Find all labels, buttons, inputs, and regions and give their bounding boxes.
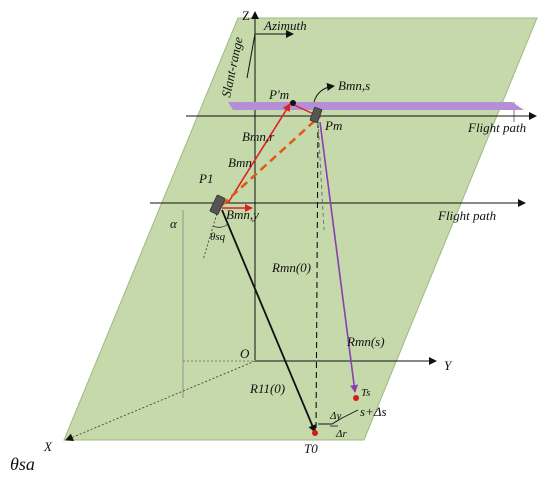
t-s-label: Ts	[361, 387, 370, 399]
t0-point	[312, 430, 318, 436]
b-mn-s-label: Bmn,s	[338, 78, 370, 93]
x-axis-label: X	[43, 439, 53, 454]
r-mn-0-label: Rmn(0)	[271, 260, 311, 275]
theta-sq-label: θsq	[210, 231, 226, 243]
slant-range-arrow	[246, 33, 256, 79]
ray-rmn-s	[319, 121, 359, 393]
b-mn-r-label: Bmn,r	[242, 129, 275, 144]
y-axis-label: Y	[444, 358, 453, 373]
baseline-b-mn-r	[227, 103, 291, 204]
theta-sa-label: θsa	[10, 454, 35, 474]
r-mn-s-label: Rmn(s)	[346, 334, 385, 349]
pm-vertical-dashed	[315, 121, 319, 433]
azimuth-label: Azimuth	[263, 18, 307, 33]
z-axis-label: Z	[242, 8, 250, 23]
p-m-prime-label: P′m	[268, 87, 289, 102]
pm-prime-point	[290, 100, 296, 106]
b-mn-y-label: Bmn,y	[226, 207, 259, 222]
origin-label: O	[240, 346, 250, 361]
satellite-pm-icon	[309, 107, 323, 123]
delta-y-label: Δy	[329, 410, 341, 422]
s-plus-delta-s-label: s+Δs	[360, 404, 387, 419]
flight-path-top-label: Flight path	[467, 120, 526, 135]
ts-point	[353, 395, 359, 401]
theta-sq-reference	[202, 209, 219, 261]
delta-marks	[318, 409, 359, 425]
satellite-p1-icon	[209, 194, 226, 215]
slant-range-plane	[63, 17, 538, 441]
platform-track-strip	[228, 102, 524, 110]
delta-r-label: Δr	[335, 428, 347, 440]
alpha-label: α	[170, 216, 178, 231]
ray-r11-0	[221, 209, 316, 433]
r-11-0-label: R11(0)	[249, 381, 285, 396]
p-m-label: Pm	[324, 118, 342, 133]
b-mn-label: Bmn	[228, 155, 252, 170]
t-0-label: T0	[304, 441, 318, 456]
flight-path-mid-label: Flight path	[437, 208, 496, 223]
p1-label: P1	[198, 171, 213, 186]
b-mn-s-pointer	[313, 82, 335, 103]
baseline-b-mn	[221, 115, 321, 206]
